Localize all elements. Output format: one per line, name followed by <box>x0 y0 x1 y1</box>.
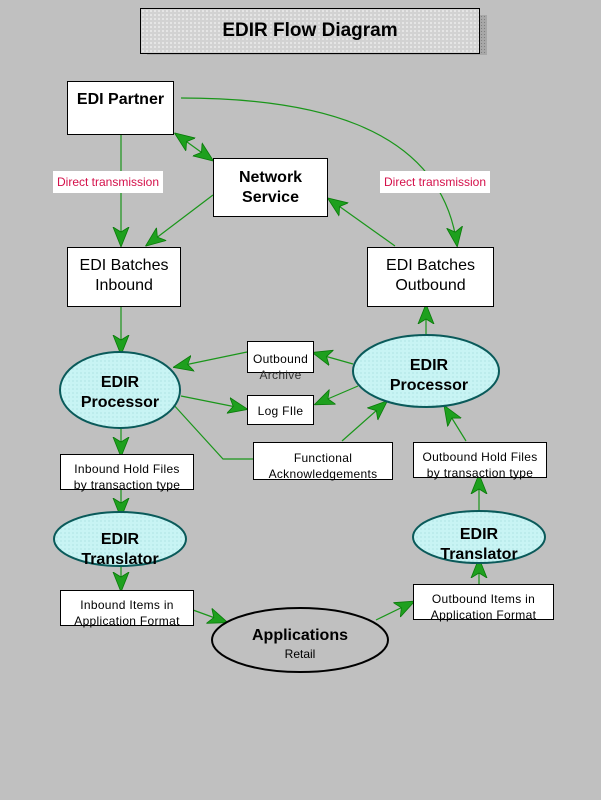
node-edi-batches-outbound-line2: Outbound <box>395 277 466 294</box>
node-edir-processor-inbound-line1: EDIR <box>100 374 140 391</box>
title-box: EDIR Flow Diagram <box>140 8 480 54</box>
node-outbound-hold-files[interactable]: Outbound Hold Files by transaction type <box>413 442 547 480</box>
node-edir-processor-outbound-line2: Processor <box>389 377 469 394</box>
node-log-file-label: Log FIle <box>257 404 304 418</box>
node-inbound-hold-files[interactable]: Inbound Hold Files by transaction type <box>60 454 194 492</box>
node-edir-translator-outbound-line1: EDIR <box>459 526 499 543</box>
node-inbound-items[interactable]: Inbound Items in Application Format <box>60 590 194 628</box>
node-inbound-items-line1: Inbound Items in <box>80 598 174 612</box>
edir-translator-outbound-shape <box>412 510 546 564</box>
node-outbound-items-line2: Application Format <box>430 608 537 622</box>
applications-shape <box>211 607 389 673</box>
node-edir-processor-outbound[interactable]: EDIR Processor <box>374 356 484 396</box>
node-edir-translator-inbound-line1: EDIR <box>100 531 140 548</box>
node-edir-translator-inbound[interactable]: EDIR Translator <box>70 530 170 570</box>
node-outbound-archive[interactable]: Outbound Archive <box>247 341 314 382</box>
edir-translator-inbound-shape <box>53 511 187 567</box>
edge-processor-in-to-ack <box>171 402 254 460</box>
node-edir-translator-inbound-line2: Translator <box>81 551 159 568</box>
edir-processor-inbound-shape <box>59 351 181 429</box>
node-edi-batches-inbound-line2: Inbound <box>95 277 153 294</box>
node-applications-label: Applications <box>251 627 348 644</box>
edir-processor-outbound-shape <box>352 334 500 408</box>
node-outbound-items[interactable]: Outbound Items in Application Format <box>413 584 554 622</box>
node-edi-partner[interactable]: EDI Partner <box>67 81 174 135</box>
edge-label-direct-transmission-left: Direct transmission <box>53 171 164 193</box>
edge-outbound-hold-to-processor-out <box>445 407 467 442</box>
edge-label-direct-transmission-right: Direct transmission <box>380 171 491 193</box>
edge-partner-network-bidirectional <box>176 134 212 160</box>
node-log-file[interactable]: Log FIle <box>247 395 314 425</box>
node-outbound-items-line1: Outbound Items in <box>431 592 536 606</box>
node-edi-partner-label: EDI Partner <box>76 91 165 108</box>
diagram-title: EDIR Flow Diagram <box>222 20 398 41</box>
node-functional-ack-line1: Functional <box>293 451 353 465</box>
edge-ack-to-processor-out <box>341 402 386 442</box>
node-edir-processor-outbound-line1: EDIR <box>409 357 449 374</box>
node-network-service[interactable]: Network Service <box>213 158 328 217</box>
node-inbound-items-line2: Application Format <box>74 614 180 628</box>
node-functional-ack-line2: Acknowledgements <box>268 467 378 481</box>
node-functional-ack[interactable]: Functional Acknowledgements <box>253 442 393 481</box>
edge-outbound-batches-to-network <box>329 199 396 247</box>
node-inbound-hold-files-line1: Inbound Hold Files <box>74 462 180 476</box>
node-edi-batches-inbound-line1: EDI Batches <box>79 257 169 274</box>
edge-processor-out-to-log <box>316 385 359 404</box>
node-edi-batches-outbound-line1: EDI Batches <box>386 257 475 274</box>
edge-processor-out-to-archive <box>314 353 354 364</box>
node-edir-translator-outbound-line2: Translator <box>440 546 518 563</box>
edge-archive-to-processor-in <box>175 351 248 367</box>
node-edir-processor-inbound[interactable]: EDIR Processor <box>70 373 170 413</box>
node-edi-batches-inbound[interactable]: EDI Batches Inbound <box>67 247 181 307</box>
node-edir-processor-inbound-line2: Processor <box>80 394 160 411</box>
node-outbound-archive-line1: Outbound <box>252 352 309 366</box>
node-edi-batches-outbound[interactable]: EDI Batches Outbound <box>367 247 494 307</box>
node-applications[interactable]: Applications Retail <box>220 626 380 662</box>
node-outbound-hold-files-line2: by transaction type <box>426 466 534 480</box>
node-outbound-hold-files-line1: Outbound Hold Files <box>422 450 538 464</box>
edge-processor-in-to-log <box>180 395 246 409</box>
node-outbound-archive-line2: Archive <box>259 368 302 382</box>
node-edir-translator-outbound[interactable]: EDIR Translator <box>429 525 529 565</box>
edge-network-to-inbound-batches <box>147 194 214 245</box>
node-inbound-hold-files-line2: by transaction type <box>73 478 181 492</box>
node-network-service-line1: Network <box>238 169 303 186</box>
edge-partner-to-outbound-batches <box>180 97 457 245</box>
edge-inbound-items-to-applications <box>192 610 226 622</box>
edge-applications-to-outbound-items <box>375 602 413 621</box>
node-network-service-line2: Service <box>242 189 299 206</box>
node-applications-sub: Retail <box>284 647 316 661</box>
